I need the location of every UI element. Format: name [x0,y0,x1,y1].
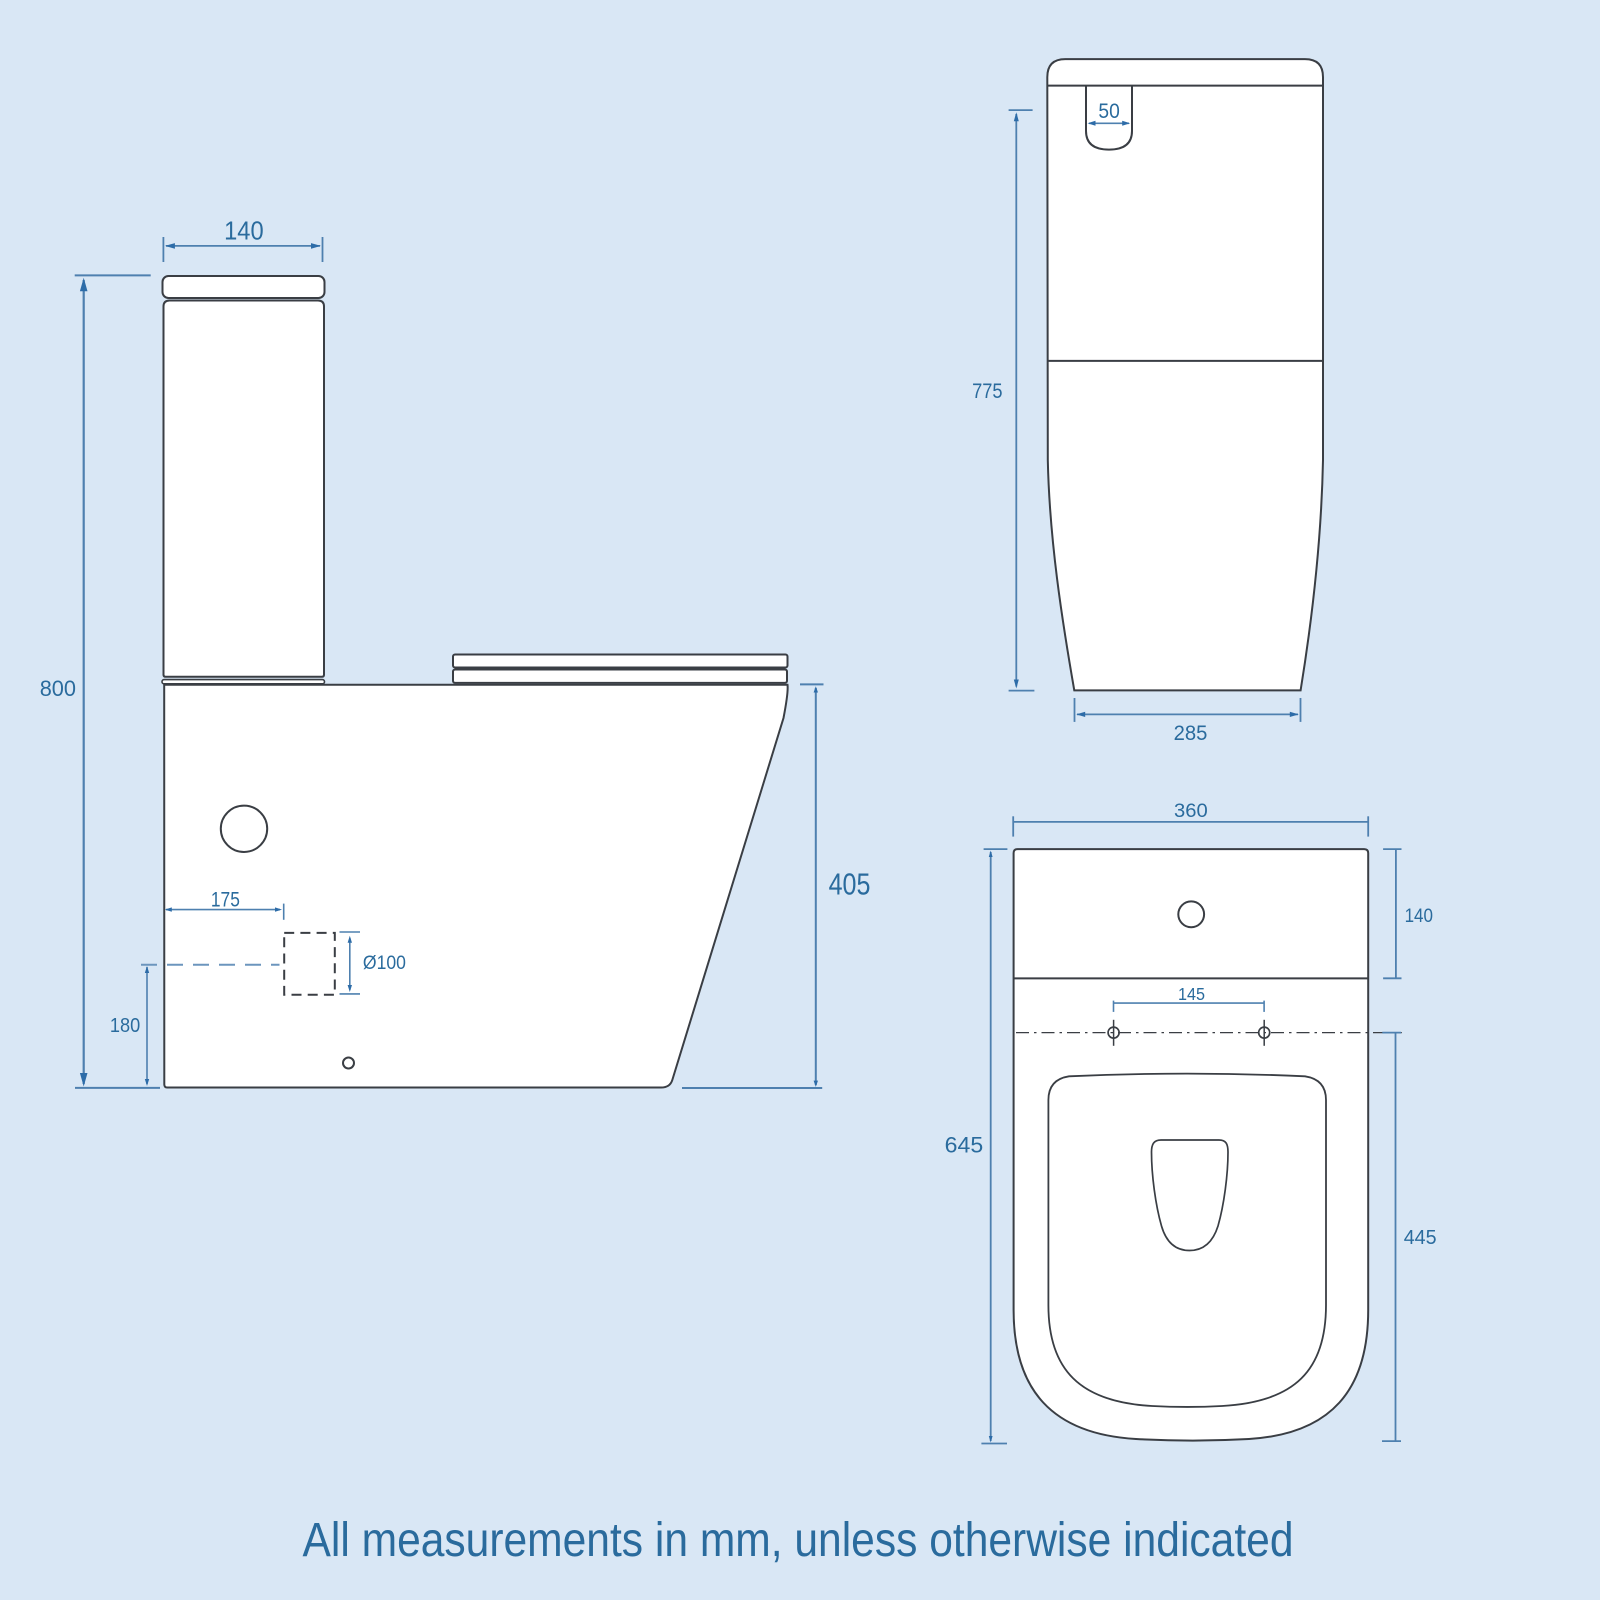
svg-text:175: 175 [211,888,240,911]
svg-text:405: 405 [829,867,871,901]
svg-text:50: 50 [1098,100,1119,123]
svg-text:140: 140 [1405,906,1433,927]
svg-text:445: 445 [1404,1227,1437,1249]
svg-text:285: 285 [1174,722,1208,745]
svg-text:645: 645 [945,1133,984,1158]
svg-text:Ø100: Ø100 [363,952,406,974]
svg-text:145: 145 [1178,984,1205,1004]
svg-text:775: 775 [972,380,1003,403]
svg-text:All measurements in mm, unless: All measurements in mm, unless otherwise… [303,1514,1294,1567]
svg-text:360: 360 [1174,800,1208,822]
svg-text:800: 800 [40,676,76,701]
svg-text:140: 140 [224,216,264,246]
svg-text:180: 180 [110,1015,140,1037]
